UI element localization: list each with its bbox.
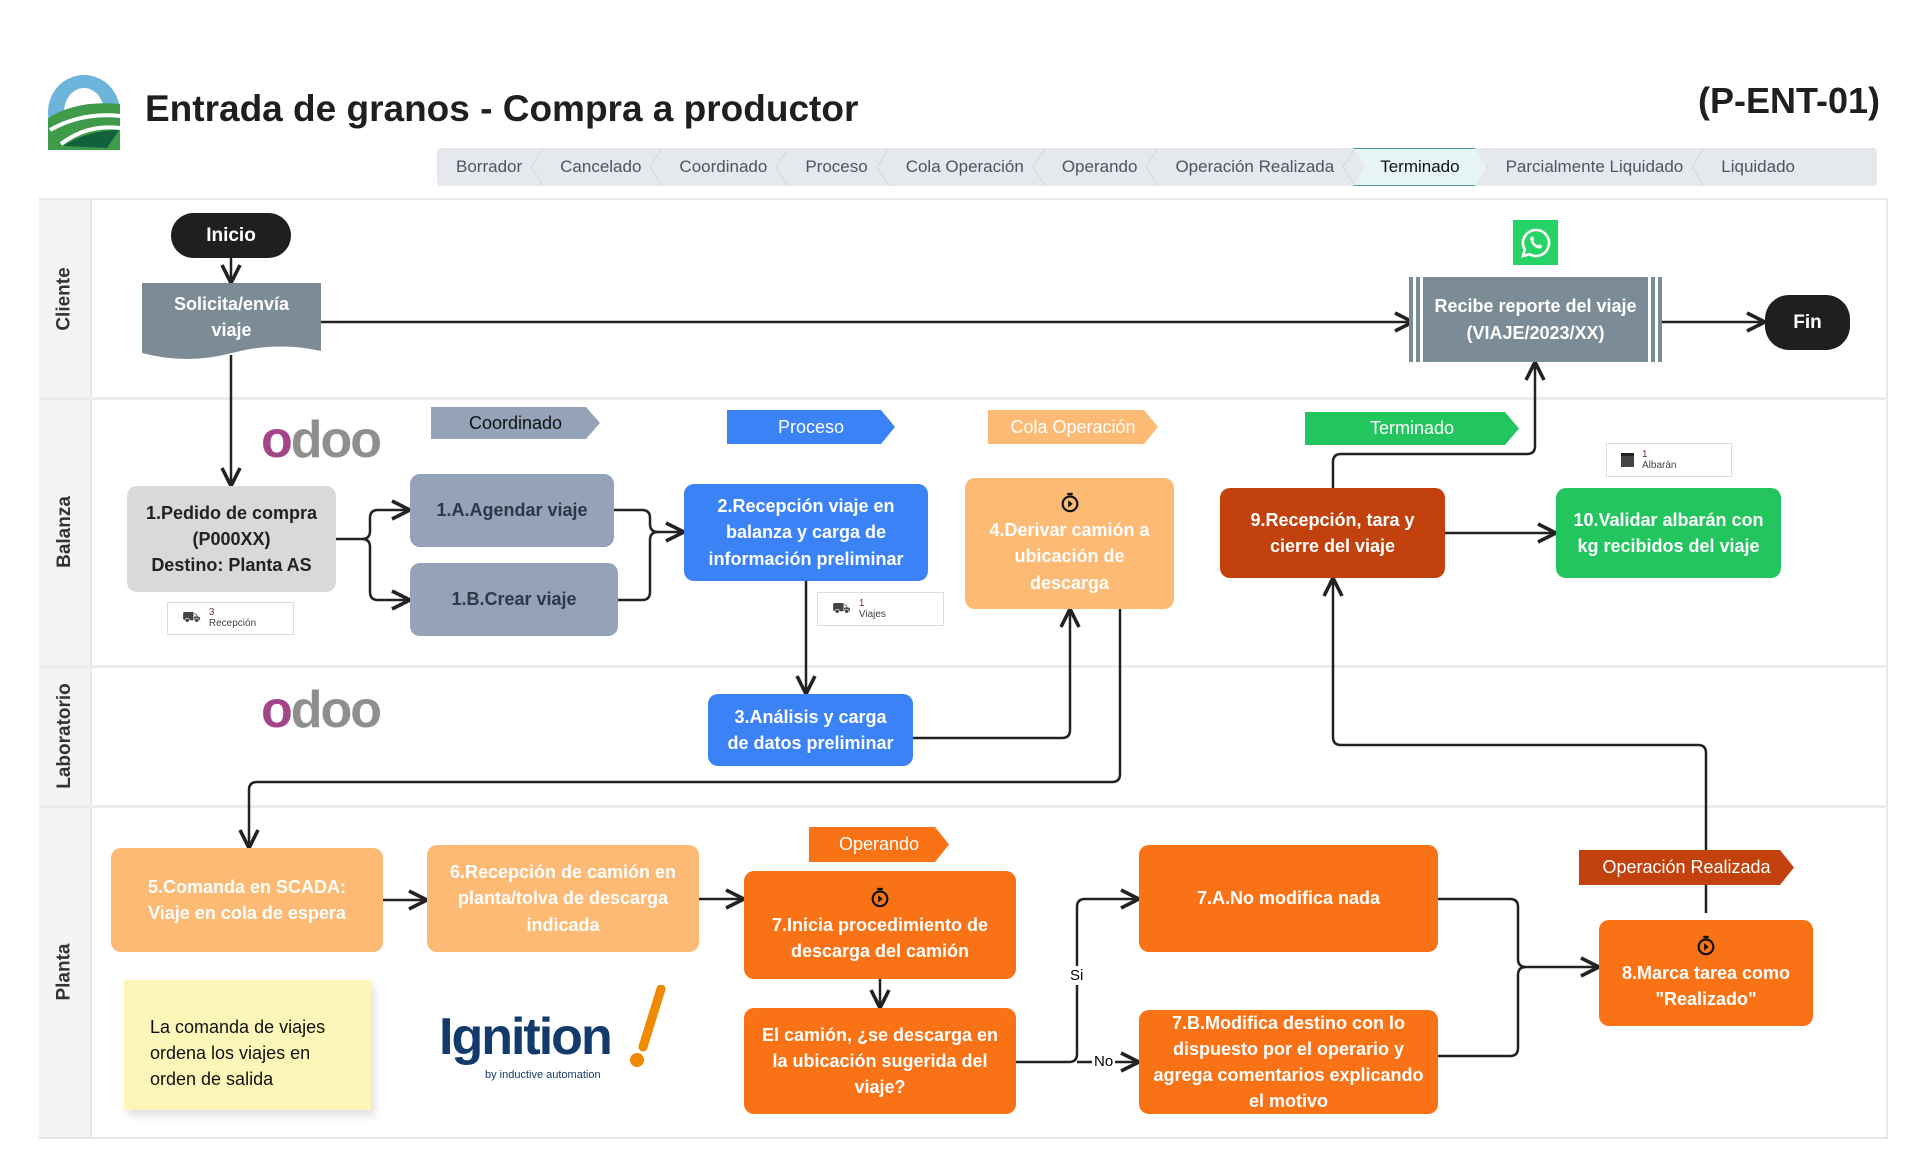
lane-divider — [39, 805, 1888, 808]
connector — [249, 609, 1122, 848]
badge-label: Albarán — [1642, 459, 1677, 471]
connector — [1438, 965, 1527, 1058]
report-title: Recibe reporte del viaje — [1434, 296, 1637, 317]
badge-count: 3 — [208, 607, 215, 618]
connector — [336, 510, 410, 541]
connector — [1438, 897, 1599, 967]
validar-albaran-node: 10.Validar albarán con kg recibidos del … — [1556, 488, 1781, 578]
tag-cola-operacion: Cola Operación — [988, 410, 1158, 444]
connector — [1331, 362, 1535, 488]
report-node: Recibe reporte del viaje (VIAJE/2023/XX) — [1413, 277, 1658, 362]
archive-icon — [1621, 453, 1634, 467]
status-terminado[interactable]: Terminado — [1353, 148, 1486, 186]
status-liquidado[interactable]: Liquidado — [1721, 157, 1796, 176]
decision-node: El camión, ¿se descarga en la ubicación … — [744, 1008, 1016, 1114]
connector — [618, 530, 659, 602]
start-node: Inicio — [171, 213, 291, 258]
lane-divider — [39, 397, 1888, 400]
process-code: (P-ENT-01) — [1697, 80, 1880, 121]
stopwatch-icon — [1061, 493, 1078, 513]
lane-divider — [39, 665, 1888, 668]
status-cancelado[interactable]: Cancelado — [541, 148, 663, 186]
comanda-scada-node: 5.Comanda en SCADA: Viaje en cola de esp… — [111, 848, 383, 952]
request-label: Solicita/envía viaje — [173, 293, 290, 340]
request-document-node: Solicita/envía viaje — [142, 283, 321, 363]
company-logo-icon — [47, 74, 121, 150]
badge-label: Recepción — [208, 618, 257, 629]
recepcion-camion-node: 6.Recepción de camión en planta/tolva de… — [427, 845, 699, 952]
status-bar: Borrador Cancelado Coordinado Proceso Co… — [437, 148, 1877, 186]
pedido-line: (P000XX) — [192, 528, 271, 549]
agendar-viaje-node: 1.A.Agendar viaje — [410, 474, 614, 547]
lane-balanza: Balanza — [39, 399, 92, 665]
ignition-wordmark: Ignition — [439, 1008, 613, 1066]
badge-count: 1 — [1642, 448, 1648, 460]
pedido-compra-node: 1.Pedido de compra (P000XX) Destino: Pla… — [127, 486, 336, 592]
derivar-camion-node: 4.Derivar camión a ubicación de descarga — [965, 478, 1174, 609]
inicia-label: 7.Inicia procedimiento de descarga del c… — [771, 914, 989, 961]
crear-viaje-node: 1.B.Crear viaje — [410, 563, 618, 636]
modifica-destino-node: 7.B.Modifica destino con lo dispuesto po… — [1139, 1010, 1438, 1114]
connector — [361, 537, 410, 600]
marca-realizado-node: 8.Marca tarea como "Realizado" — [1599, 920, 1813, 1026]
recepcion-viaje-node: 2.Recepción viaje en balanza y carga de … — [684, 484, 928, 581]
odoo-logo: odoo — [261, 681, 382, 739]
tag-terminado: Terminado — [1305, 412, 1519, 445]
ignition-tagline: by inductive automation — [485, 1069, 601, 1081]
status-operando[interactable]: Operando — [1043, 148, 1159, 186]
odoo-logo: odoo — [261, 411, 382, 469]
whatsapp-icon — [1513, 220, 1558, 265]
status-proceso[interactable]: Proceso — [786, 148, 890, 186]
connector — [913, 609, 1070, 740]
analisis-node: 3.Análisis y carga de datos preliminar — [708, 694, 913, 766]
lane-cliente: Cliente — [39, 200, 92, 397]
stopwatch-icon — [871, 887, 889, 908]
report-id: (VIAJE/2023/XX) — [1466, 322, 1605, 343]
page-title: Entrada de granos - Compra a productor — [145, 88, 859, 129]
status-borrador[interactable]: Borrador — [437, 148, 544, 186]
lane-laboratorio: Laboratorio — [39, 667, 92, 805]
tag-proceso: Proceso — [727, 410, 895, 444]
ignition-logo: Ignition by inductive automation — [439, 985, 679, 1085]
derivar-label: 4.Derivar camión a ubicación de descarga — [989, 520, 1150, 593]
cierre-viaje-node: 9.Recepción, tara y cierre del viaje — [1220, 488, 1445, 578]
tag-coordinado: Coordinado — [431, 407, 600, 439]
pedido-line: Destino: Planta AS — [151, 555, 312, 576]
badge-label: Viajes — [858, 608, 886, 620]
marca-label: 8.Marca tarea como "Realizado" — [1621, 962, 1791, 1009]
end-node: Fin — [1765, 295, 1850, 350]
truck-icon: ⛟ — [182, 609, 201, 626]
tag-operacion-realizada: Operación Realizada — [1579, 850, 1794, 885]
truck-icon: ⛟ — [832, 599, 851, 617]
connector — [614, 508, 684, 532]
lane-planta: Planta — [39, 807, 92, 1137]
sticky-note: La comanda de viajes ordena los viajes e… — [124, 980, 371, 1110]
status-parcialmente-liquidado[interactable]: Parcialmente Liquidado — [1487, 148, 1704, 186]
status-operacion-realizada[interactable]: Operación Realizada — [1156, 148, 1355, 186]
connector — [1333, 578, 1708, 913]
si-label: Si — [1068, 966, 1086, 985]
status-coordinado[interactable]: Coordinado — [660, 148, 789, 186]
no-label: No — [1092, 1052, 1116, 1071]
stopwatch-icon — [1697, 935, 1715, 956]
pedido-line: 1.Pedido de compra — [145, 502, 318, 523]
tag-operando: Operando — [809, 827, 949, 862]
status-cola-operacion[interactable]: Cola Operación — [887, 148, 1045, 186]
badge-count: 1 — [858, 597, 865, 609]
inicia-descarga-node: 7.Inicia procedimiento de descarga del c… — [744, 871, 1016, 979]
no-modifica-node: 7.A.No modifica nada — [1139, 845, 1438, 952]
